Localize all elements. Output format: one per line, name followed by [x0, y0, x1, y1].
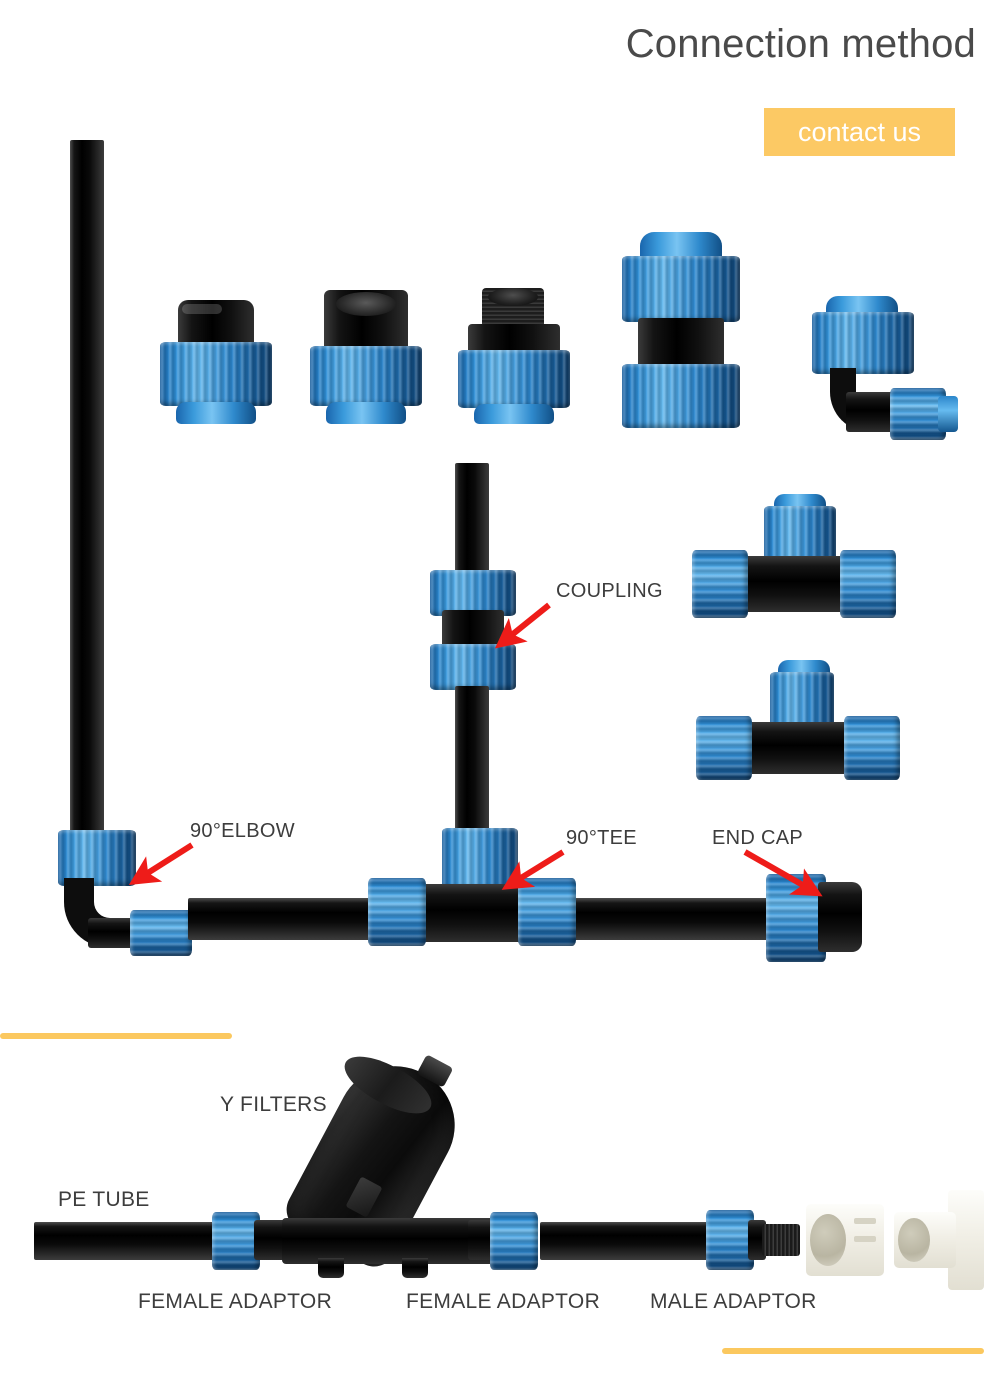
callout-label-coupling: COUPLING — [556, 580, 663, 602]
y-filter-base — [282, 1218, 494, 1264]
assembly-tee-90[interactable] — [368, 828, 580, 946]
section-divider-right — [722, 1348, 984, 1354]
pe-tube-left-segment — [34, 1222, 220, 1260]
ppr-tee[interactable] — [894, 1190, 984, 1290]
assembly-coupling[interactable] — [430, 570, 516, 690]
section-divider-left — [0, 1033, 232, 1039]
product-male-adaptor[interactable] — [458, 288, 570, 424]
product-female-adaptor[interactable] — [310, 290, 422, 424]
pe-tube-right-segment — [540, 1222, 718, 1260]
y-filter-drain-2 — [402, 1258, 428, 1278]
ppr-socket[interactable] — [806, 1204, 884, 1276]
callout-label-tee: 90°TEE — [566, 827, 637, 849]
label-female-adaptor-2: FEMALE ADAPTOR — [406, 1290, 601, 1313]
sample-tee-lower[interactable] — [694, 660, 900, 786]
bottom-male-adaptor[interactable] — [706, 1210, 802, 1270]
assembly-elbow-90[interactable] — [48, 830, 200, 956]
pipe-vertical-riser-top — [455, 463, 489, 583]
product-coupling[interactable] — [622, 232, 740, 428]
contact-us-button[interactable]: contact us — [764, 108, 955, 156]
bottom-female-adaptor-2[interactable] — [468, 1212, 560, 1270]
label-y-filters: Y FILTERS — [220, 1093, 327, 1116]
label-pe-tube: PE TUBE — [58, 1188, 150, 1211]
label-female-adaptor-1: FEMALE ADAPTOR — [138, 1290, 333, 1313]
assembly-end-cap[interactable] — [766, 874, 866, 962]
callout-label-elbow: 90°ELBOW — [190, 820, 295, 842]
page-title: Connection method — [625, 22, 976, 66]
y-filter-drain-1 — [318, 1258, 344, 1278]
pipe-vertical-left — [70, 140, 104, 860]
pipe-vertical-riser-bottom — [455, 686, 489, 836]
product-elbow-90[interactable] — [806, 296, 958, 440]
sample-tee-upper[interactable] — [690, 494, 896, 620]
product-end-cap[interactable] — [160, 300, 272, 424]
callout-label-end-cap: END CAP — [712, 827, 804, 849]
label-male-adaptor: MALE ADAPTOR — [650, 1290, 817, 1313]
